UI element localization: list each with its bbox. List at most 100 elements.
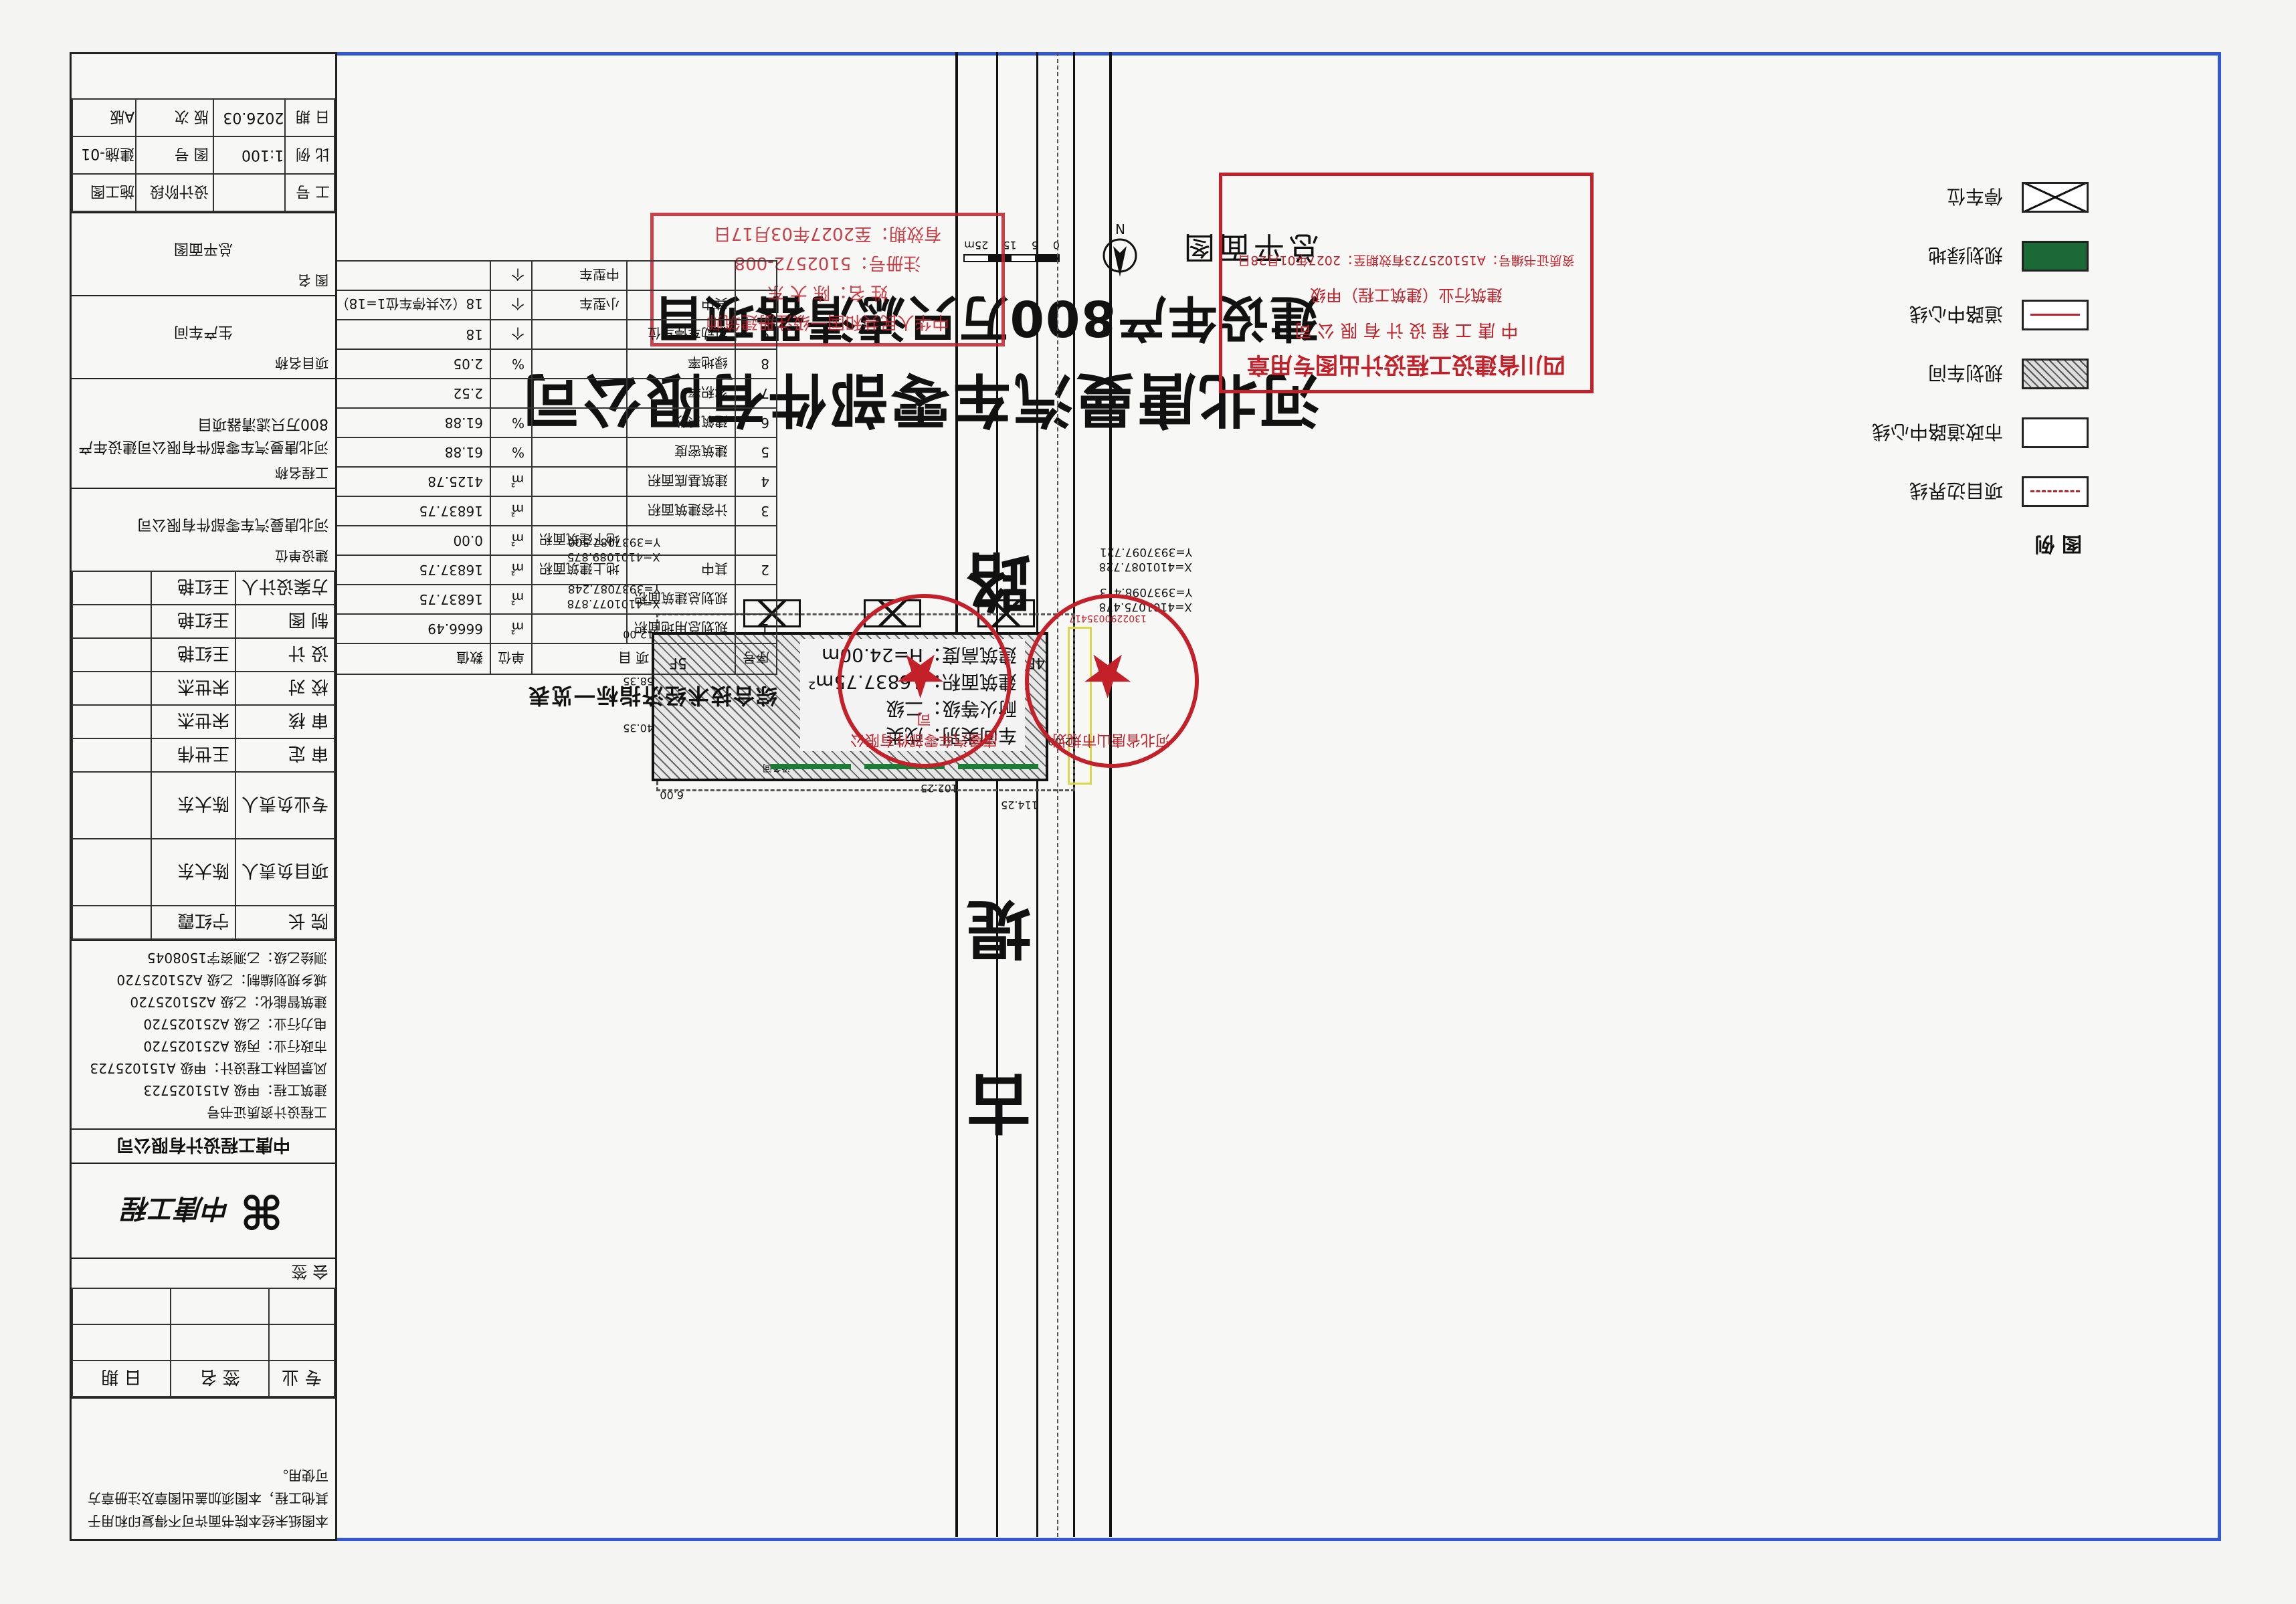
hatched-box-icon [2022, 359, 2089, 389]
green-box-icon [2022, 241, 2089, 272]
tb-cell: 图 号 [136, 136, 213, 174]
tb-cell [171, 1324, 269, 1361]
tb-cell: 专 业 [269, 1361, 334, 1397]
stamp-line: 资质证书编号：A151025723有效期至：2027年01月28日 [1238, 253, 1575, 268]
signature [72, 772, 151, 839]
staff-role: 设 计 [235, 638, 334, 672]
stamp-line: 有效期：至2027年03月17日 [713, 223, 942, 243]
table-cell: 3 [735, 496, 777, 526]
table-cell: 1 [735, 614, 777, 643]
table-row: 制 图王红艳 [72, 605, 334, 638]
legend-item: 市政道路中心线 [1781, 417, 2089, 448]
staff-role: 项目负责人 [235, 839, 334, 906]
staff-role: 院 长 [235, 906, 334, 939]
drawing-name: 总平面图 [174, 240, 233, 257]
publication-stamp: 四川省建设工程设计出图专用章 中 唐 工 程 设 计 有 限 公 司 建筑行业（… [1219, 173, 1594, 393]
subitem-section: 项目名称 生产车间 [72, 295, 335, 378]
table-cell [328, 261, 490, 290]
company-logo: ⌘ 中唐工程 [72, 1163, 335, 1258]
subitem-name: 生产车间 [174, 323, 233, 340]
coord: Y=3937097.721 [1099, 545, 1192, 559]
table-cell [735, 585, 777, 614]
table-cell: ㎡ [490, 526, 532, 555]
table-cell: 中型车 [532, 261, 627, 290]
table-cell: 规划总建筑面积 [627, 585, 735, 614]
table-cell: 建筑系数 [627, 408, 735, 437]
tb-cell: 1:100 [213, 136, 286, 174]
coords-left: X=4101087.728 Y=3937097.721 [1099, 544, 1192, 574]
table-cell: % [490, 349, 532, 379]
table-cell [532, 408, 627, 437]
table-cell: 4 [735, 467, 777, 496]
legend-label: 规划绿地 [1927, 244, 2003, 266]
title-block: 本图纸未经本院书面许可不得复印和用于其他工程，本图须加盖出图章及注册章方可使用。… [70, 52, 337, 1541]
table-cell: 个 [490, 261, 532, 290]
legend-label: 道路中心线 [1909, 303, 2003, 325]
tb-cell: 签 名 [171, 1361, 269, 1397]
table-cell: ㎡ [490, 555, 532, 585]
tb-cell: 比 例 [285, 136, 334, 174]
staff-role: 审 核 [235, 705, 334, 738]
legend: 图 例 项目边界线 市政道路中心线 规划车间 道路中心线 规划绿地 [1781, 182, 2089, 561]
table-cell: 小型车 [532, 290, 627, 320]
table-cell: 个 [490, 320, 532, 349]
certificates: 工程设计资质证书号 建筑工程：甲级 A151025723 风景园林工程设计：甲级… [72, 940, 335, 1128]
signature [72, 738, 151, 772]
tb-cell: A版 [72, 99, 136, 136]
table-row: 审 定王世伟 [72, 738, 334, 772]
staff-role: 方案设计人 [235, 571, 334, 605]
scale-label: 15 [1003, 239, 1017, 252]
builder-section: 建设单位 河北唐曼汽车零部件有限公司 [72, 488, 335, 571]
title-group: 河北唐曼汽车零部件有限公司 建设年产800万只滤清器项目 总平面图 N 0 5 … [519, 219, 1319, 447]
staff-name: 宋世杰 [151, 672, 235, 705]
table-cell: 2.52 [328, 379, 490, 408]
staff-table: 院 长宁红霞 项目负责人陈大东 专业负责人陈大东 审 定王世伟 审 核宋世杰 校… [72, 571, 335, 940]
subitem-label: 项目名称 [275, 355, 328, 371]
staff-role: 审 定 [235, 738, 334, 772]
stamp-line: 四川省建设工程设计出图专用章 [1247, 351, 1565, 378]
star-icon: ★ [1080, 640, 1135, 710]
dimension: 40.35 [623, 722, 654, 734]
tb-cell [72, 1324, 171, 1361]
legend-item: 项目边界线 [1781, 476, 2089, 507]
road-center-line-icon [2022, 300, 2089, 330]
builder-name: 河北唐曼汽车零部件有限公司 [136, 516, 328, 532]
dimension: 102.25 [921, 782, 958, 795]
staff-name: 陈大东 [151, 772, 235, 839]
table-row: 项目负责人陈大东 [72, 839, 334, 906]
stamp-line: 中 唐 工 程 设 计 有 限 公 司 [1294, 320, 1519, 340]
table-cell: 个 [490, 290, 532, 320]
signature [72, 839, 151, 906]
staff-name: 王世伟 [151, 738, 235, 772]
cert-line: 城乡规划编制：乙级 A251025720 [116, 972, 327, 988]
tb-cell [171, 1288, 269, 1324]
countersign-table: 专 业签 名日 期 [72, 1288, 335, 1397]
signature [72, 705, 151, 738]
legend-label: 规划车间 [1927, 362, 2003, 384]
road-name: 古 堤 三 路 [965, 543, 1031, 1140]
cert-line: 风景园林工程设计：甲级 A151025723 [90, 1060, 327, 1076]
table-cell [532, 437, 627, 467]
staff-name: 陈大东 [151, 839, 235, 906]
tb-cell: 日 期 [285, 99, 334, 136]
tb-cell [269, 1288, 334, 1324]
seal-text: 唐曼汽车零部件有限公司 [850, 710, 998, 748]
tb-cell: 建施-01 [72, 136, 136, 174]
table-cell: 计容建筑面积 [627, 496, 735, 526]
signature [72, 672, 151, 705]
table-cell [532, 379, 627, 408]
table-row: 院 长宁红霞 [72, 906, 334, 939]
tb-cell: 工 号 [285, 174, 334, 211]
table-cell: 18 [328, 320, 490, 349]
legend-title: 图 例 [2034, 532, 2082, 555]
north-label: N [1115, 221, 1125, 237]
